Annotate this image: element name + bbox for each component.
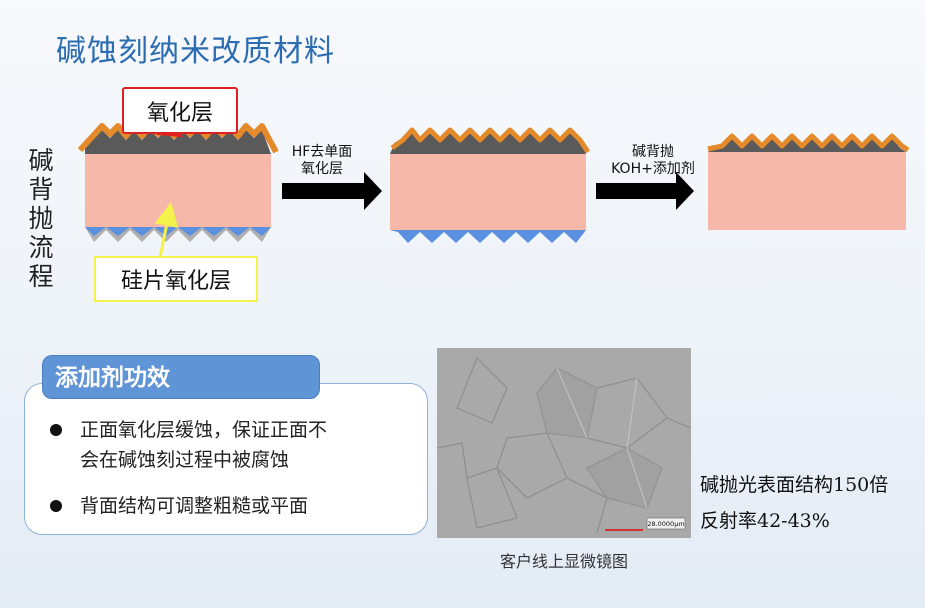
wafer-after-hf [390, 127, 591, 243]
step2-label-line1: 碱背抛 [632, 144, 674, 160]
step1-arrow [282, 172, 382, 210]
bullet-item-2: 背面结构可调整粗糙或平面 [80, 495, 309, 517]
bullet-item-1: 正面氧化层缓蚀，保证正面不 会在碱蚀刻过程中被腐蚀 [80, 415, 327, 475]
wafer-oxide-pointer [154, 202, 179, 259]
step2-label: 碱背抛 KOH+添加剂 [598, 144, 708, 178]
page-title: 碱蚀刻纳米改质材料 [56, 34, 335, 69]
result-reflectance-text: 反射率42-43% [700, 510, 830, 532]
bullet-item-1-line1: 正面氧化层缓蚀，保证正面不 [80, 419, 328, 441]
process-vertical-label: 碱背抛流程 [28, 146, 54, 291]
step1-label-line2: 氧化层 [301, 161, 343, 177]
microscope-image: 28.0000μm [437, 348, 691, 538]
bullet-item-1-line2: 会在碱蚀刻过程中被腐蚀 [80, 449, 290, 471]
bullet-dot [50, 500, 62, 512]
step1-label: HF去单面 氧化层 [280, 144, 364, 178]
process-diagram [77, 114, 910, 259]
microscope-scale-label: 28.0000μm [647, 520, 684, 528]
wafer-oxide-callout: 硅片氧化层 [94, 256, 258, 302]
wafer-after-polish [707, 133, 910, 230]
bullet-dot [50, 424, 62, 436]
microscope-caption: 客户线上显微镜图 [499, 552, 628, 571]
result-structure-text: 碱抛光表面结构150倍 [700, 474, 889, 496]
step2-label-line2: KOH+添加剂 [611, 161, 695, 177]
wafer-initial-bottom-pyramids [85, 227, 271, 242]
additive-effect-title: 添加剂功效 [42, 355, 320, 399]
wafer-initial [77, 123, 279, 242]
oxide-callout: 氧化层 [122, 87, 238, 134]
step2-arrow [596, 172, 694, 210]
step1-label-line1: HF去单面 [291, 144, 353, 160]
additive-effect-panel [24, 383, 428, 535]
